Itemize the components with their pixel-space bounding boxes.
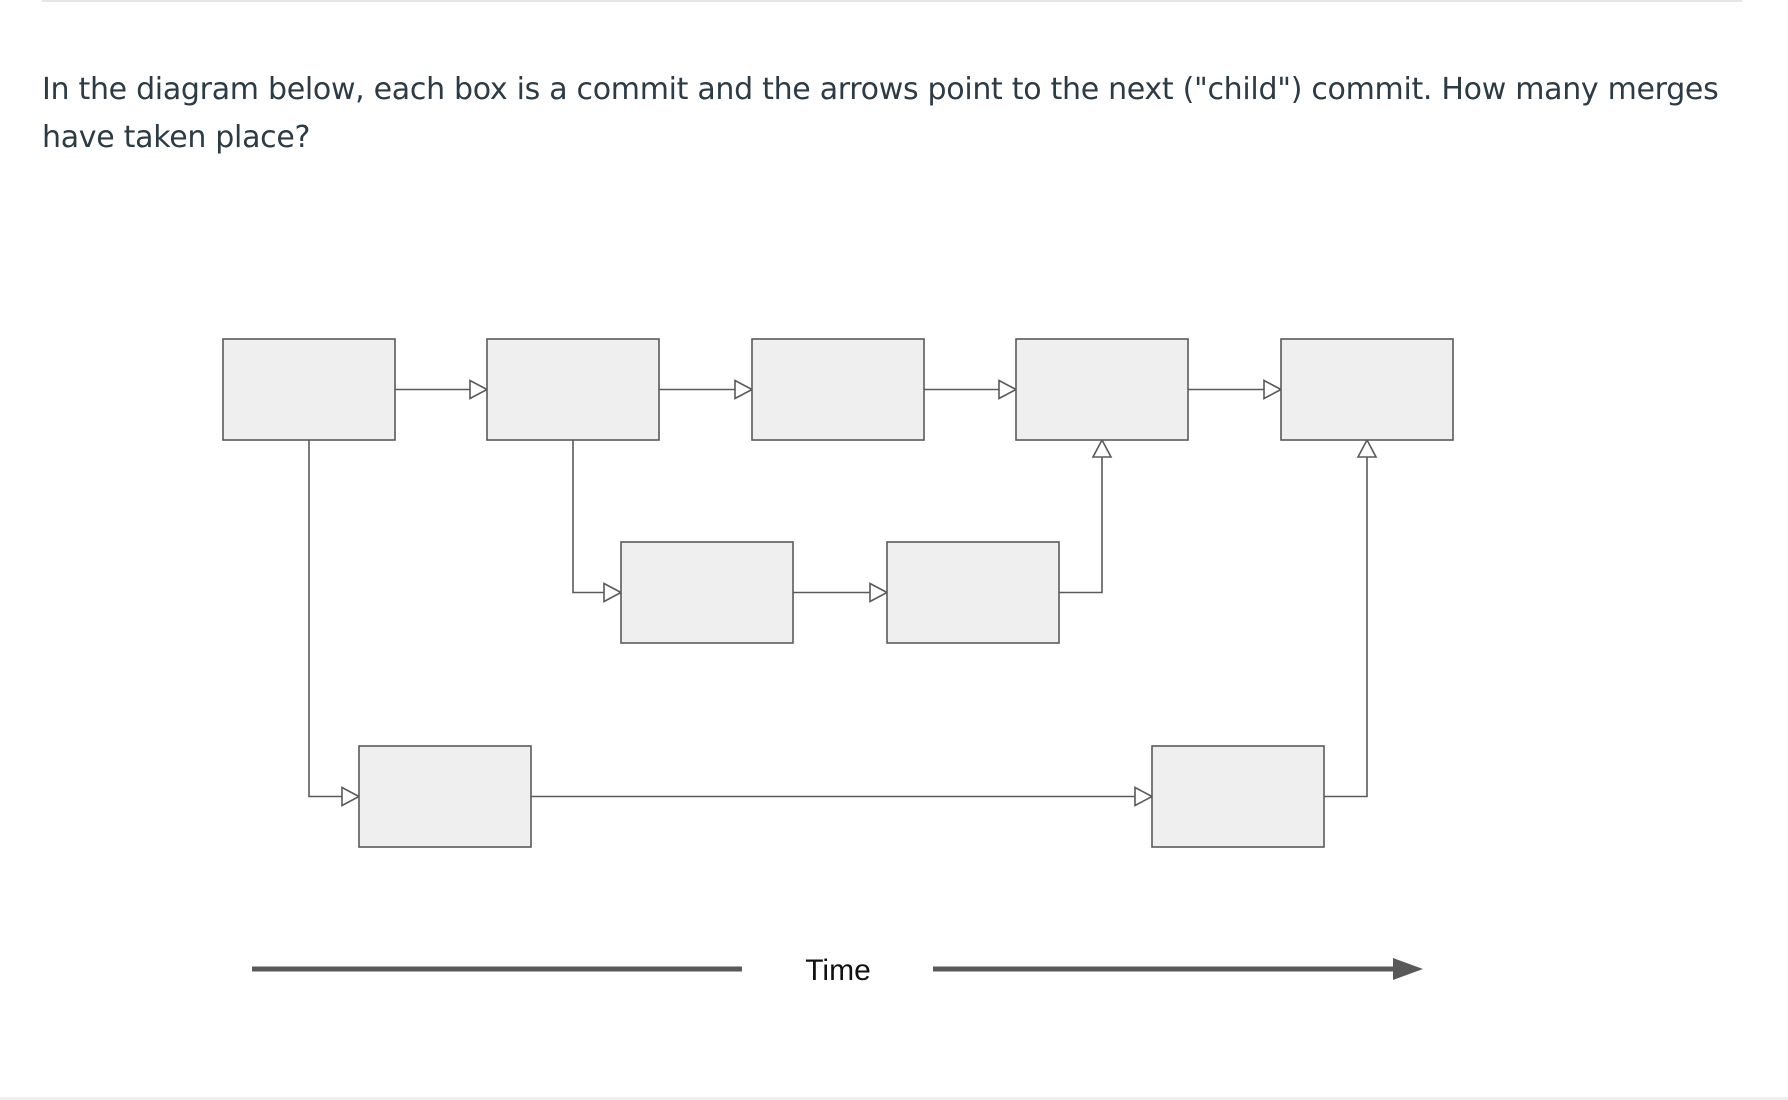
time-label: Time: [805, 954, 871, 987]
edge-a4-a5: [1188, 379, 1283, 400]
edge-b2-a4: [1059, 438, 1113, 594]
commit-box-b2: [886, 541, 1060, 644]
edge-arrowhead: [1263, 379, 1283, 400]
edge-arrowhead: [341, 786, 361, 807]
commit-box-c1: [358, 745, 532, 848]
commit-box-b1: [620, 541, 794, 644]
edge-a3-a4: [924, 379, 1018, 400]
edge-line: [1059, 440, 1103, 594]
edge-arrowhead: [603, 582, 623, 603]
edge-arrowhead: [469, 379, 489, 400]
edge-line: [572, 440, 621, 594]
commit-box-c2: [1151, 745, 1325, 848]
top-divider: [42, 0, 1742, 2]
edge-c2-a5: [1324, 438, 1378, 798]
edge-a1-c1: [308, 440, 361, 807]
edge-b1-b2: [793, 582, 889, 603]
edge-a2-a3: [659, 379, 754, 400]
edges-layer: [308, 379, 1378, 807]
commit-box-a1: [222, 338, 396, 441]
commits-layer: [222, 338, 1454, 848]
commit-box-a5: [1280, 338, 1454, 441]
commit-box-a4: [1015, 338, 1189, 441]
edge-line: [1324, 440, 1368, 798]
edge-a1-a2: [395, 379, 489, 400]
edge-line: [308, 440, 359, 798]
question-text: In the diagram below, each box is a comm…: [42, 72, 1719, 155]
commit-box-a2: [486, 338, 660, 441]
time-axis: Time: [252, 954, 1423, 987]
time-arrowhead: [1393, 958, 1423, 980]
edge-arrowhead: [998, 379, 1018, 400]
edge-arrowhead: [734, 379, 754, 400]
bottom-divider: [0, 1097, 1788, 1100]
edge-arrowhead: [869, 582, 889, 603]
edge-arrowhead: [1091, 438, 1113, 458]
edge-arrowhead: [1134, 786, 1154, 807]
edge-arrowhead: [1356, 438, 1378, 458]
edge-a2-b1: [572, 440, 623, 603]
commit-box-a3: [751, 338, 925, 441]
edge-c1-c2: [531, 786, 1154, 807]
